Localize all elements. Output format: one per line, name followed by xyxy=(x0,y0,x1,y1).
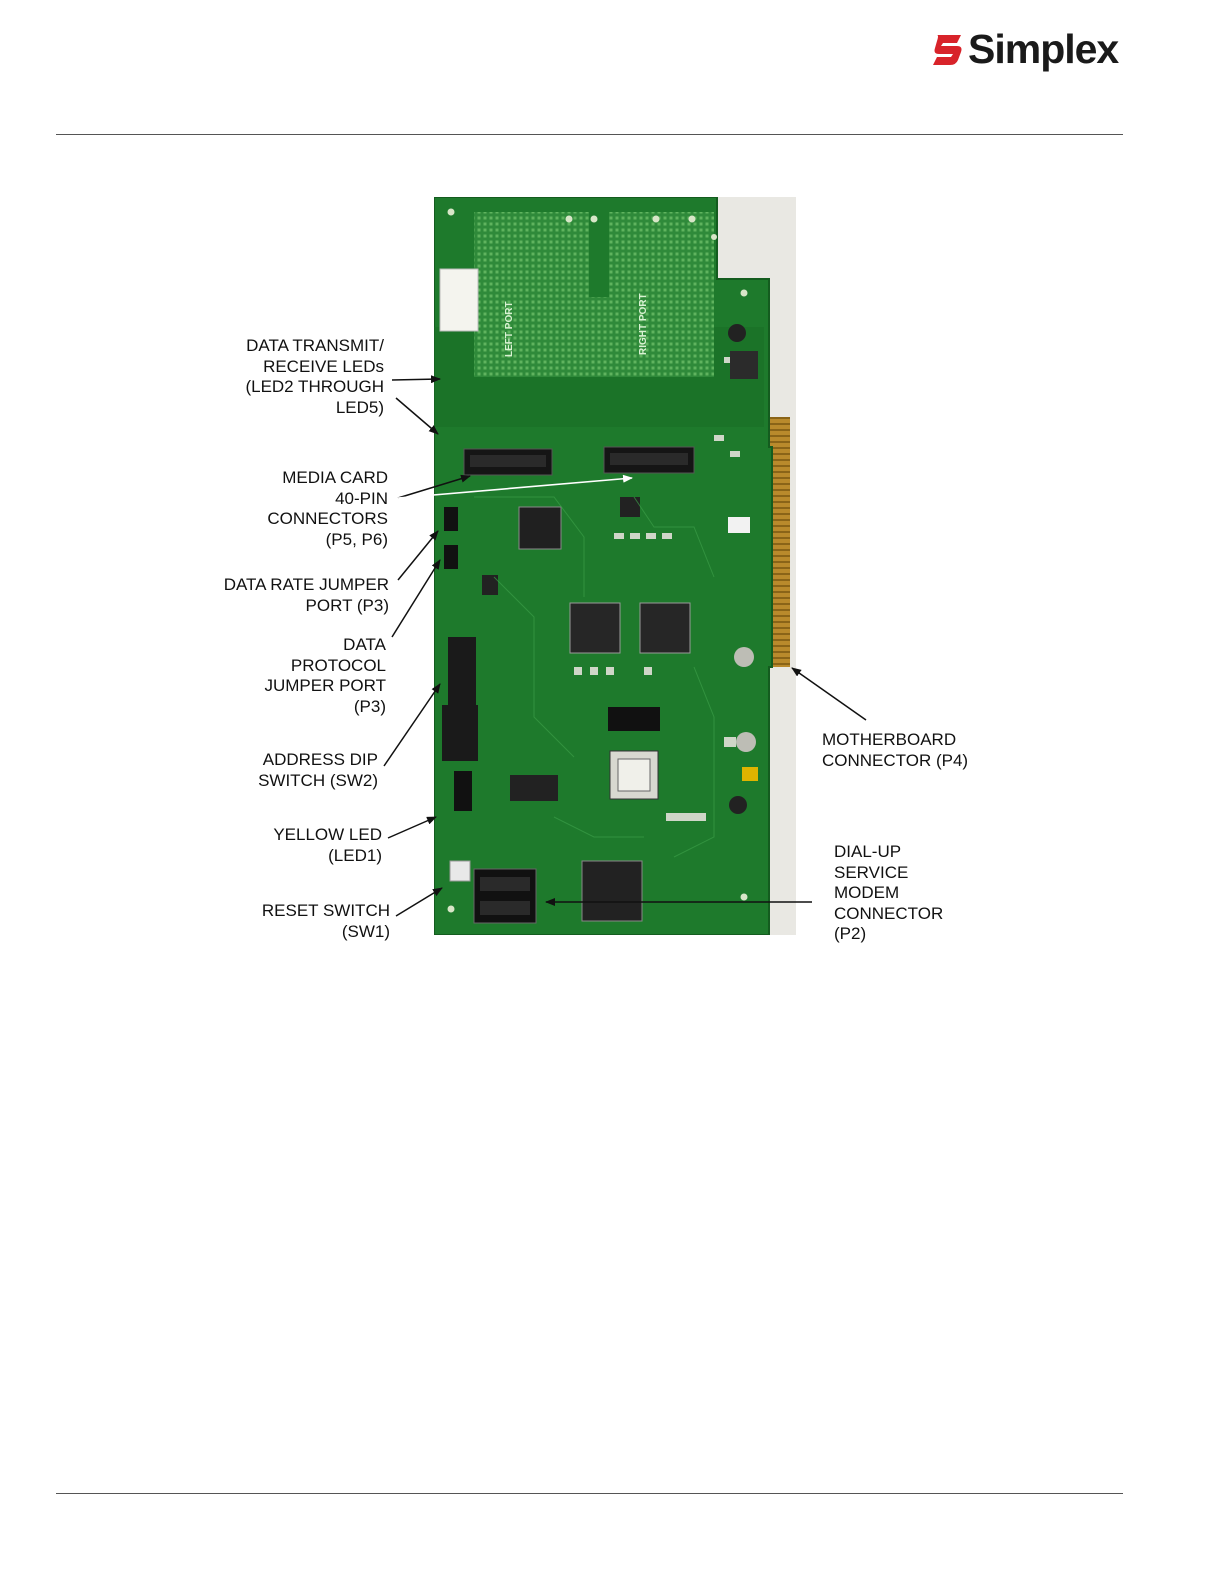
arrow-yellow-led xyxy=(388,817,436,838)
label-motherboard: MOTHERBOARD CONNECTOR (P4) xyxy=(822,730,968,771)
arrow-motherboard xyxy=(792,668,866,720)
label-data-rate: DATA RATE JUMPER PORT (P3) xyxy=(224,575,389,616)
arrow-reset-switch xyxy=(396,888,442,916)
label-address-dip: ADDRESS DIP SWITCH (SW2) xyxy=(258,750,378,791)
label-media-card: MEDIA CARD 40-PIN CONNECTORS (P5, P6) xyxy=(267,468,388,550)
arrow-data-protocol xyxy=(392,560,440,637)
label-reset-switch: RESET SWITCH (SW1) xyxy=(262,901,390,942)
arrow-data-leds-1 xyxy=(392,379,440,380)
label-yellow-led: YELLOW LED (LED1) xyxy=(273,825,382,866)
arrow-address-dip xyxy=(384,684,440,766)
arrow-data-leds-2 xyxy=(396,398,438,434)
label-data-protocol: DATA PROTOCOL JUMPER PORT (P3) xyxy=(264,635,386,717)
label-dialup: DIAL-UP SERVICE MODEM CONNECTOR (P2) xyxy=(834,842,943,945)
label-data-leds: DATA TRANSMIT/ RECEIVE LEDs (LED2 THROUG… xyxy=(245,336,384,418)
